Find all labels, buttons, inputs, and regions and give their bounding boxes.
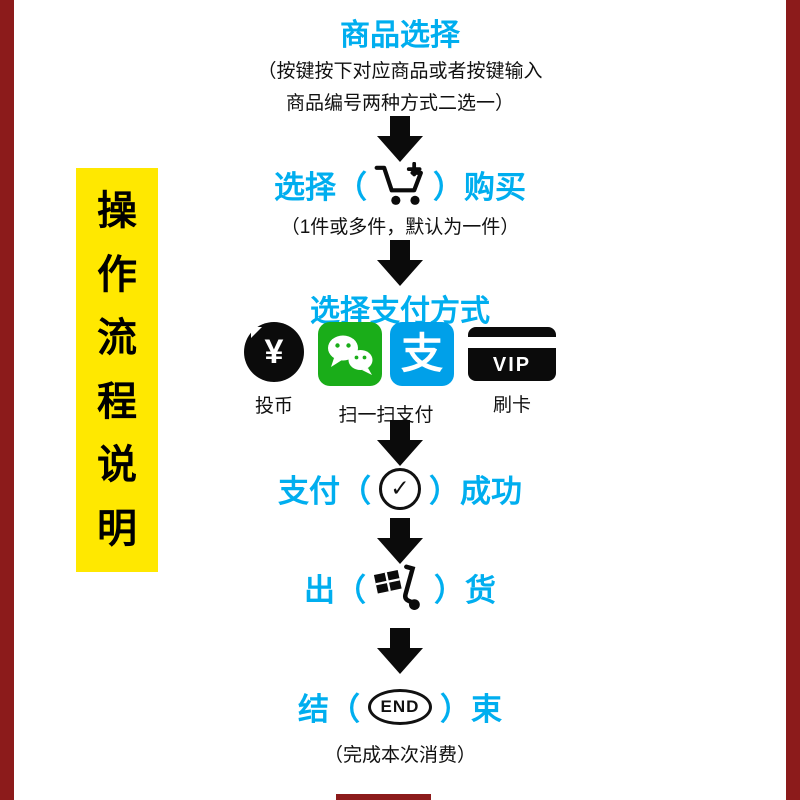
- arrow-down-icon: [377, 628, 423, 674]
- end-oval-icon: END: [368, 688, 432, 725]
- wechat-icon: [318, 322, 382, 391]
- step2-heading: 选择（ ）购买: [274, 162, 526, 207]
- step6-heading: 结（ END ）束: [298, 684, 502, 729]
- step4-heading: 支付（ ✓ ）成功: [278, 466, 522, 511]
- shopping-cart-icon: [374, 162, 426, 207]
- arrow-down-icon: [377, 240, 423, 286]
- coin-notch: [251, 327, 262, 338]
- payment-methods-row: ¥ 投币: [150, 322, 650, 427]
- banner-char: 操: [97, 189, 137, 234]
- step4-suffix: ）成功: [429, 474, 522, 509]
- banner-char: 程: [97, 379, 137, 424]
- left-border: [0, 0, 14, 800]
- banner-char: 明: [97, 506, 137, 551]
- arrow-down-icon: [377, 518, 423, 564]
- step6-suffix: ）束: [440, 692, 502, 727]
- yen-symbol: ¥: [264, 333, 284, 371]
- step2-prefix: 选择（: [274, 170, 367, 205]
- alipay-icon: 支: [390, 322, 454, 386]
- operation-flow-banner: 操 作 流 程 说 明: [76, 168, 158, 572]
- step1-note-line2: 商品编号两种方式二选一）: [285, 93, 514, 114]
- banner-char: 说: [97, 443, 137, 488]
- flowchart: 商品选择 （按键按下对应商品或者按键输入 商品编号两种方式二选一） 选择（ ）购…: [150, 0, 650, 800]
- check-circle-icon: ✓: [379, 467, 421, 510]
- step4-prefix: 支付（: [278, 474, 371, 509]
- vip-card-icon: VIP: [468, 327, 556, 381]
- coin-icon: ¥: [244, 322, 304, 382]
- bottom-border-fragment: [336, 794, 431, 800]
- card-stripe: [468, 337, 556, 348]
- step5-heading: 出（ ）货: [304, 564, 496, 611]
- arrow-down-icon: [377, 116, 423, 162]
- right-border: [786, 0, 800, 800]
- card-vip-text: VIP: [492, 354, 532, 376]
- step6-note: （完成本次消费）: [323, 745, 476, 766]
- step5-prefix: 出（: [304, 573, 366, 608]
- coin-label: 投币: [254, 396, 293, 417]
- payment-scan: 支 扫一扫支付: [318, 322, 454, 427]
- step5-suffix: ）货: [434, 573, 496, 608]
- banner-char: 流: [97, 316, 137, 361]
- step2-note: （1件或多件，默认为一件）: [280, 217, 520, 238]
- alipay-character: 支: [400, 330, 443, 377]
- payment-coin: ¥ 投币: [244, 322, 304, 418]
- payment-card: VIP 刷卡: [468, 322, 556, 417]
- delivery-trolley-icon: [373, 564, 427, 611]
- step1-note-line1: （按键按下对应商品或者按键输入: [257, 61, 543, 82]
- step2-suffix: ）购买: [433, 170, 526, 205]
- card-label: 刷卡: [492, 395, 531, 416]
- banner-char: 作: [97, 252, 137, 297]
- step6-prefix: 结（: [298, 692, 360, 727]
- step1-title: 商品选择: [340, 19, 460, 52]
- arrow-down-icon: [377, 420, 423, 466]
